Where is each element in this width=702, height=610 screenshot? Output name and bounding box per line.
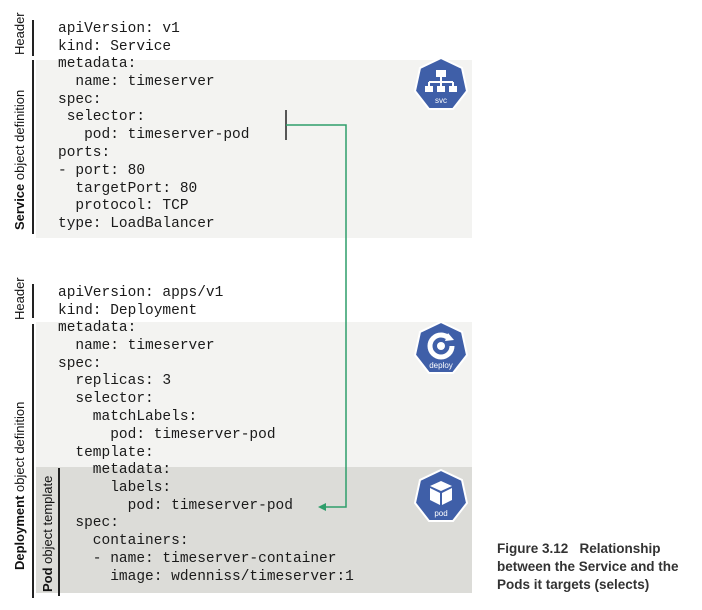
code-line: image: wdenniss/timeserver:1 [58, 568, 354, 585]
header-bottom-bracket [32, 284, 34, 318]
code-line: pod: timeserver-pod [58, 426, 276, 443]
code-line: matchLabels: [58, 408, 198, 425]
code-line: kind: Deployment [58, 302, 198, 319]
figure-caption-text: Relationship between the Service and the… [497, 541, 679, 592]
code-line: apiVersion: v1 [58, 21, 180, 37]
code-line: metadata: [58, 56, 137, 72]
code-line: spec: [58, 91, 102, 108]
code-line: labels: [58, 479, 172, 496]
deployment-panel [36, 322, 472, 467]
figure-caption: Figure 3.12 Relationship between the Ser… [497, 540, 702, 594]
svc-icon: svc [412, 56, 470, 114]
deploy-icon-label: deploy [429, 361, 453, 370]
service-panel [36, 60, 472, 238]
code-line: name: timeserver [58, 337, 215, 354]
code-line: name: timeserver [58, 73, 215, 90]
code-line: type: LoadBalancer [58, 216, 215, 233]
service-bracket [32, 60, 34, 234]
code-line: ports: [58, 144, 111, 161]
figure-number: Figure 3.12 [497, 541, 569, 556]
code-line: containers: [58, 533, 189, 550]
pod-template-code: metadata: labels: pod: timeserver-pod sp… [58, 462, 458, 587]
code-line: apiVersion: apps/v1 [58, 285, 224, 301]
header-top-bracket [32, 20, 34, 56]
code-line: selector: [58, 109, 146, 126]
code-line: targetPort: 80 [58, 180, 198, 197]
pod-icon-label: pod [434, 509, 447, 518]
code-line: spec: [58, 355, 102, 372]
code-line: metadata: [58, 320, 137, 336]
pod-template-panel [36, 467, 472, 593]
pod-bracket [58, 468, 60, 596]
deployment-bracket [32, 324, 34, 598]
deploy-icon: deploy [412, 320, 470, 378]
code-line: protocol: TCP [58, 198, 189, 215]
code-line: template: [58, 444, 154, 461]
svc-icon-label: svc [435, 96, 447, 105]
code-line: pod: timeserver-pod [58, 497, 293, 514]
code-line: pod: timeserver-pod [58, 127, 250, 144]
code-line: - port: 80 [58, 162, 146, 179]
pod-icon: pod [412, 468, 470, 526]
code-line: kind: Service [58, 38, 172, 55]
code-line: spec: [58, 515, 119, 532]
code-line: selector: [58, 391, 154, 408]
code-line: metadata: [58, 462, 172, 478]
code-line: replicas: 3 [58, 373, 172, 390]
code-line: - name: timeserver-container [58, 550, 337, 567]
